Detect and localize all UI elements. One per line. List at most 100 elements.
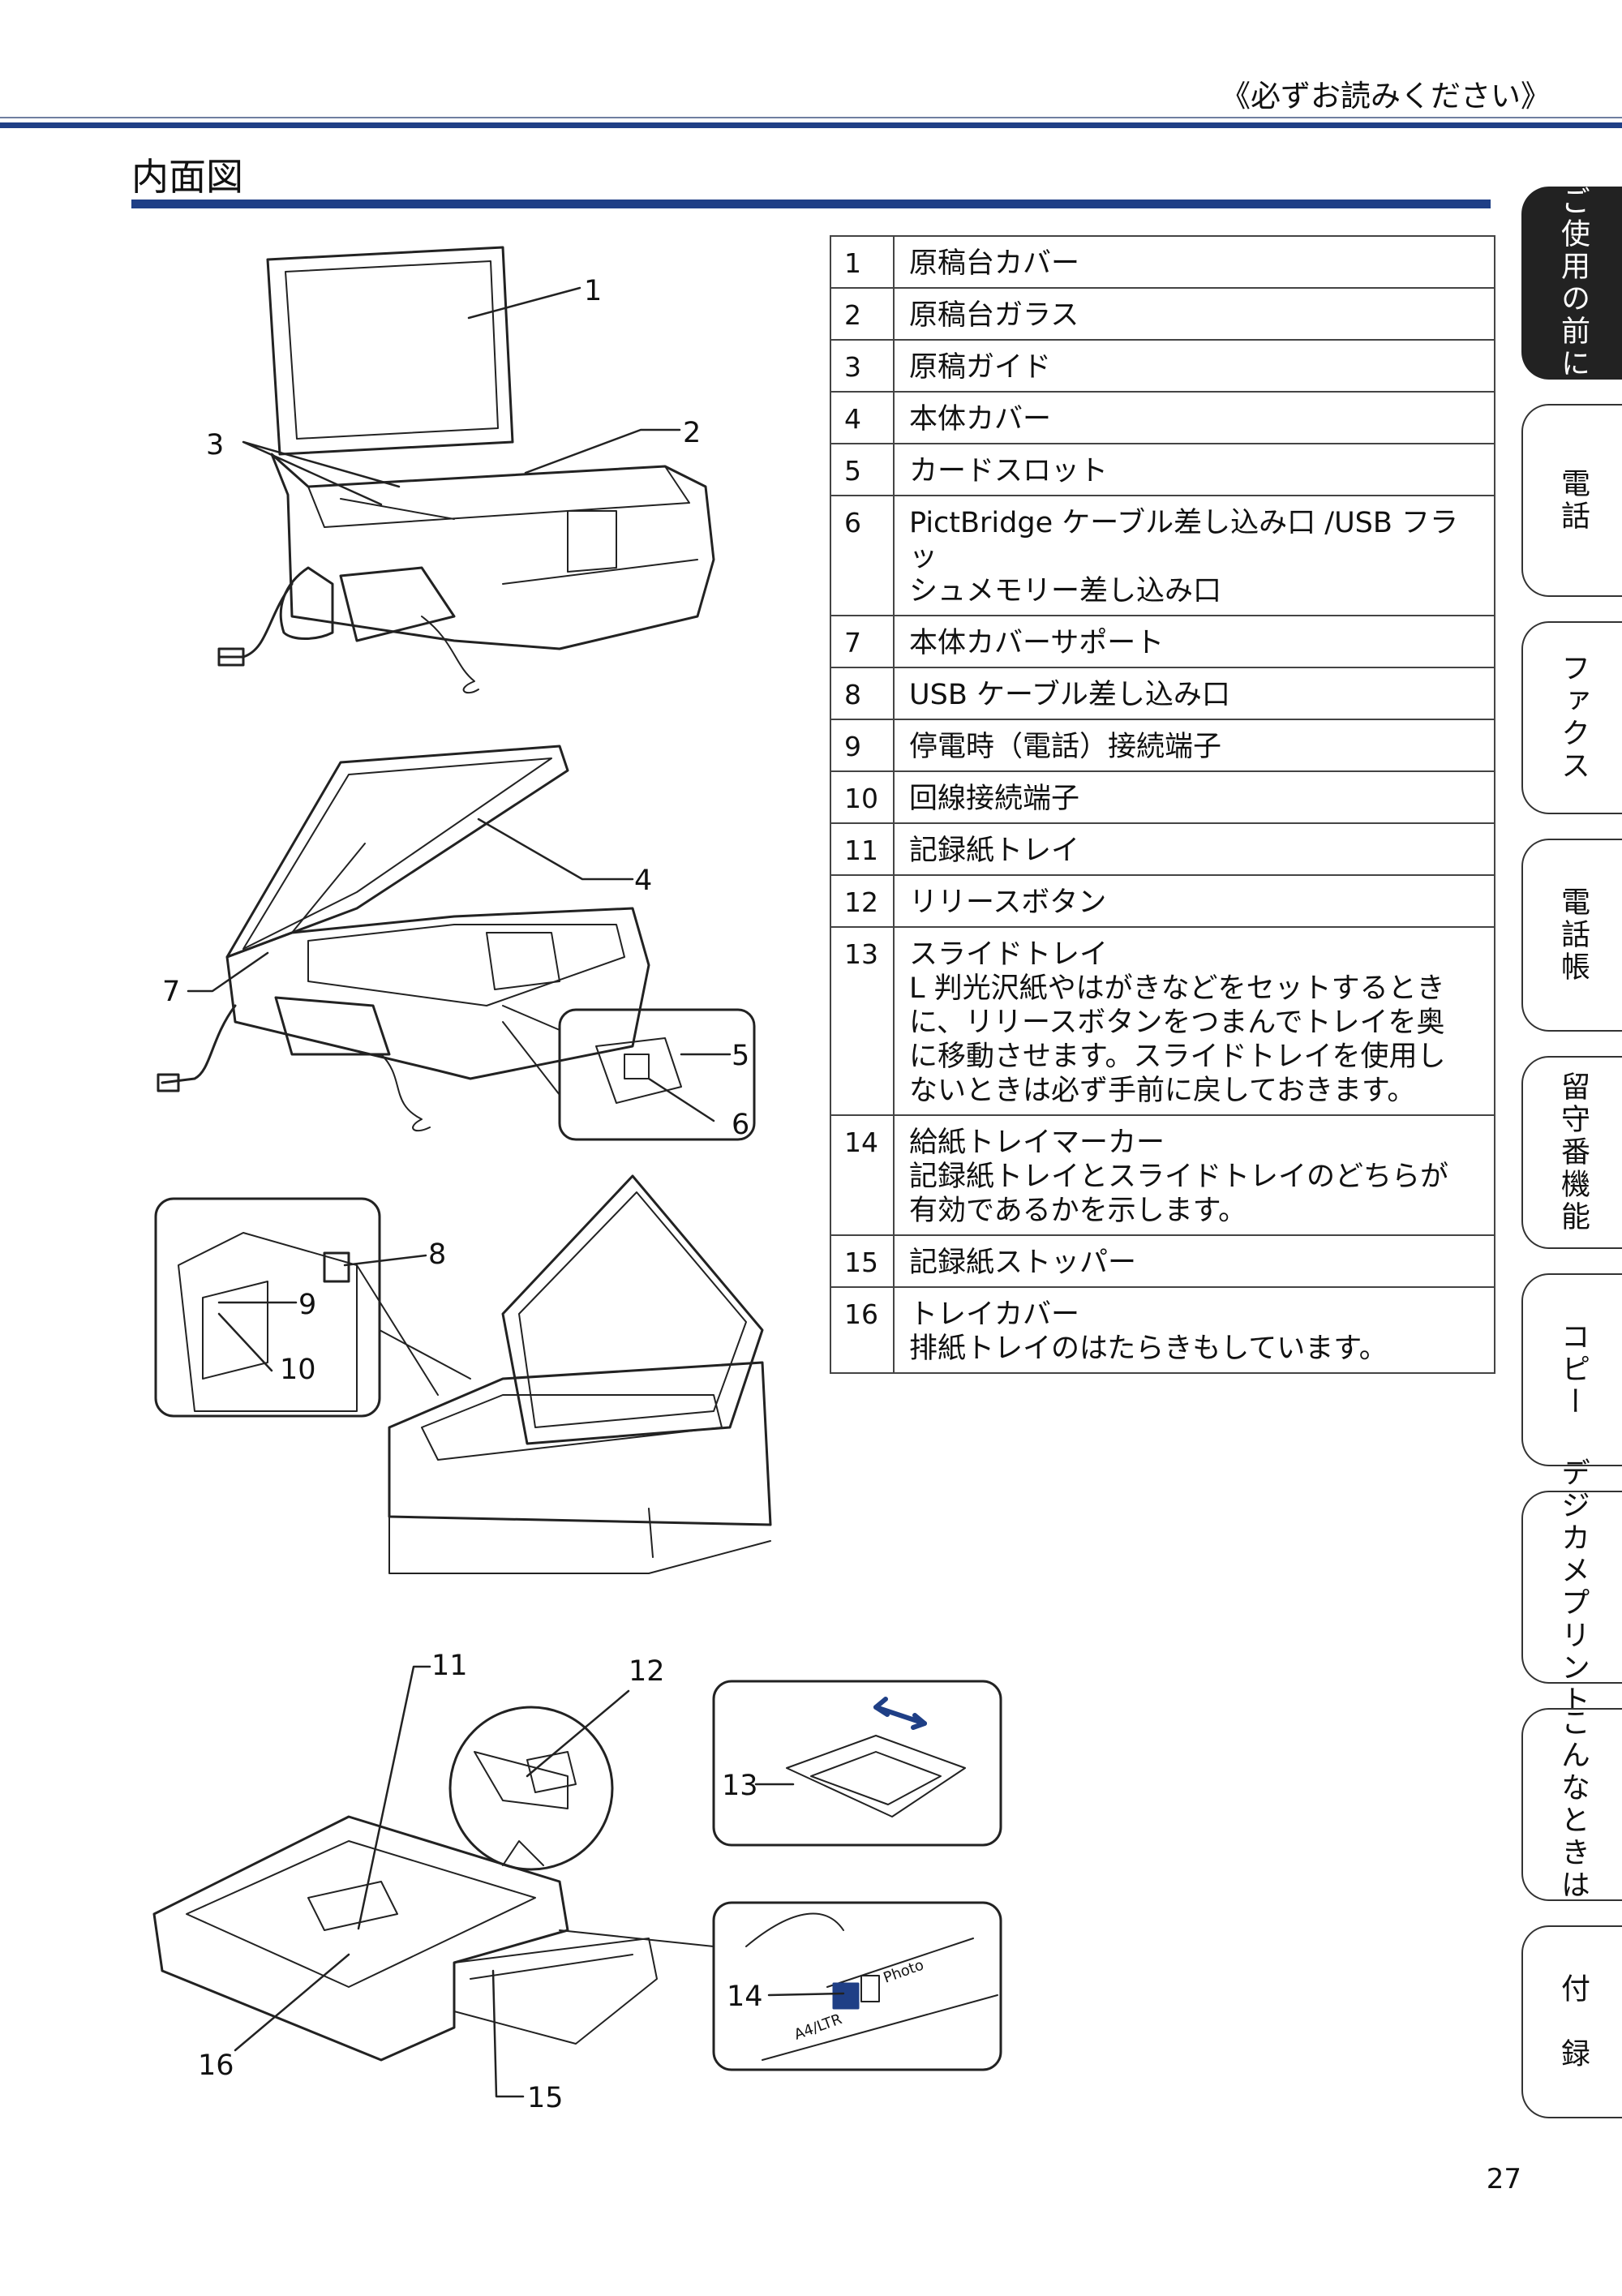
chapter-tab-label: こんなときは bbox=[1556, 1707, 1590, 1902]
chapter-tab[interactable]: デジカメプリント bbox=[1521, 1457, 1622, 1717]
part-description-line: USB ケーブル差し込み口 bbox=[909, 679, 1230, 711]
part-number: 4 bbox=[830, 391, 895, 444]
part-description: 原稿ガイド bbox=[893, 339, 1495, 393]
part-description-line: トレイカバー bbox=[909, 1298, 1080, 1331]
figure-body-cover-open bbox=[157, 745, 756, 1141]
part-number: 11 bbox=[830, 822, 895, 876]
part-number: 12 bbox=[830, 874, 895, 928]
part-number: 16 bbox=[830, 1286, 895, 1374]
chapter-tab[interactable]: 付 録 bbox=[1521, 1925, 1622, 2118]
callout-13: 13 bbox=[722, 1770, 758, 1802]
part-description-line: ないときは必ず手前に戻しておきます。 bbox=[909, 1075, 1416, 1107]
table-row: 12 リリースボタン bbox=[830, 874, 1495, 928]
part-description: カードスロット bbox=[893, 443, 1495, 496]
callout-labels: 1 2 3 4 5 6 7 8 9 10 11 12 13 14 15 16 A… bbox=[162, 275, 926, 2114]
chapter-tab[interactable]: ファクス bbox=[1521, 621, 1622, 814]
part-number: 7 bbox=[830, 615, 895, 668]
callout-2: 2 bbox=[683, 417, 701, 449]
page-number: 27 bbox=[1486, 2163, 1521, 2195]
callout-4: 4 bbox=[634, 865, 652, 897]
part-description-line: 原稿ガイド bbox=[909, 351, 1052, 384]
table-row: 7 本体カバーサポート bbox=[830, 615, 1495, 668]
part-description-line: 記録紙トレイとスライドトレイのどちらが bbox=[909, 1161, 1449, 1193]
chapter-tab[interactable]: コピー bbox=[1521, 1273, 1622, 1466]
part-number: 13 bbox=[830, 926, 895, 1116]
chapter-tab[interactable]: ご使用の前に bbox=[1521, 186, 1622, 380]
part-number: 9 bbox=[830, 719, 895, 772]
part-description-line: 原稿台ガラス bbox=[909, 299, 1079, 332]
chapter-tab[interactable]: 電話帳 bbox=[1521, 839, 1622, 1032]
callout-12: 12 bbox=[629, 1655, 665, 1688]
part-description-line: L 判光沢紙やはがきなどをセットするとき bbox=[909, 972, 1445, 1005]
part-description-line: 本体カバーサポート bbox=[909, 627, 1165, 659]
callout-5: 5 bbox=[732, 1040, 749, 1072]
part-description-line: スライドトレイ bbox=[909, 938, 1109, 971]
part-description: USB ケーブル差し込み口 bbox=[893, 667, 1495, 720]
callout-9: 9 bbox=[298, 1289, 316, 1321]
part-description-line: カードスロット bbox=[909, 455, 1109, 487]
part-description-line: シュメモリー差し込み口 bbox=[909, 575, 1222, 607]
part-description: 本体カバー bbox=[893, 391, 1495, 444]
table-row: 10 回線接続端子 bbox=[830, 770, 1495, 824]
part-description: 本体カバーサポート bbox=[893, 615, 1495, 668]
chapter-tab[interactable]: 電話 bbox=[1521, 404, 1622, 597]
chapter-tab-label: ファクス bbox=[1556, 653, 1590, 783]
part-description: 回線接続端子 bbox=[893, 770, 1495, 824]
chapter-tab-label: デジカメプリント bbox=[1556, 1457, 1590, 1717]
part-number: 10 bbox=[830, 770, 895, 824]
chapter-tab[interactable]: こんなときは bbox=[1521, 1707, 1622, 1902]
part-description: トレイカバー排紙トレイのはたらきもしています。 bbox=[893, 1286, 1495, 1374]
figure-scanner-open bbox=[217, 246, 715, 694]
chapter-tab-label: 付 録 bbox=[1556, 1973, 1590, 2071]
chapter-tab-label: 電話 bbox=[1556, 468, 1590, 533]
chapter-tab-label: 留守番機能 bbox=[1556, 1071, 1590, 1234]
leader-lines bbox=[187, 286, 845, 2098]
part-number: 8 bbox=[830, 667, 895, 720]
figure-connectors bbox=[154, 1174, 772, 1574]
callout-10: 10 bbox=[280, 1354, 316, 1386]
part-description: 原稿台カバー bbox=[893, 235, 1495, 289]
header-rule-thick bbox=[0, 122, 1622, 128]
part-description: 給紙トレイマーカー記録紙トレイとスライドトレイのどちらが有効であるかを示します。 bbox=[893, 1114, 1495, 1236]
part-description: 記録紙ストッパー bbox=[893, 1234, 1495, 1288]
header-note: 《必ずお読みください》 bbox=[1221, 79, 1551, 114]
part-description-line: 有効であるかを示します。 bbox=[909, 1195, 1247, 1227]
table-row: 8 USB ケーブル差し込み口 bbox=[830, 667, 1495, 720]
callout-7: 7 bbox=[162, 976, 180, 1008]
part-description-line: リリースボタン bbox=[909, 886, 1107, 919]
part-description: 記録紙トレイ bbox=[893, 822, 1495, 876]
callout-14: 14 bbox=[727, 1981, 763, 2013]
part-description: 停電時（電話）接続端子 bbox=[893, 719, 1495, 772]
part-number: 5 bbox=[830, 443, 895, 496]
part-description: 原稿台ガラス bbox=[893, 287, 1495, 341]
part-description-line: PictBridge ケーブル差し込み口 /USB フラッ bbox=[909, 507, 1459, 573]
chapter-tab-label: ご使用の前に bbox=[1556, 186, 1590, 380]
part-number: 1 bbox=[830, 235, 895, 289]
header-rule-thin bbox=[0, 117, 1622, 118]
part-description-line: 排紙トレイのはたらきもしています。 bbox=[909, 1333, 1388, 1365]
chapter-tab[interactable]: 留守番機能 bbox=[1521, 1056, 1622, 1249]
tray-marker-left: A4/LTR bbox=[792, 2011, 844, 2044]
callout-11: 11 bbox=[431, 1650, 468, 1682]
part-description-line: 本体カバー bbox=[909, 403, 1052, 436]
part-description-line: に、リリースボタンをつまんでトレイを奥 bbox=[909, 1006, 1445, 1039]
table-row: 4 本体カバー bbox=[830, 391, 1495, 444]
title-rule bbox=[131, 200, 1491, 208]
callout-15: 15 bbox=[527, 2082, 564, 2114]
part-description-line: 回線接続端子 bbox=[909, 783, 1080, 815]
callout-8: 8 bbox=[428, 1238, 446, 1271]
section-title: 内面図 bbox=[131, 155, 243, 199]
part-number: 6 bbox=[830, 495, 895, 616]
part-description-line: 記録紙ストッパー bbox=[909, 1247, 1137, 1279]
